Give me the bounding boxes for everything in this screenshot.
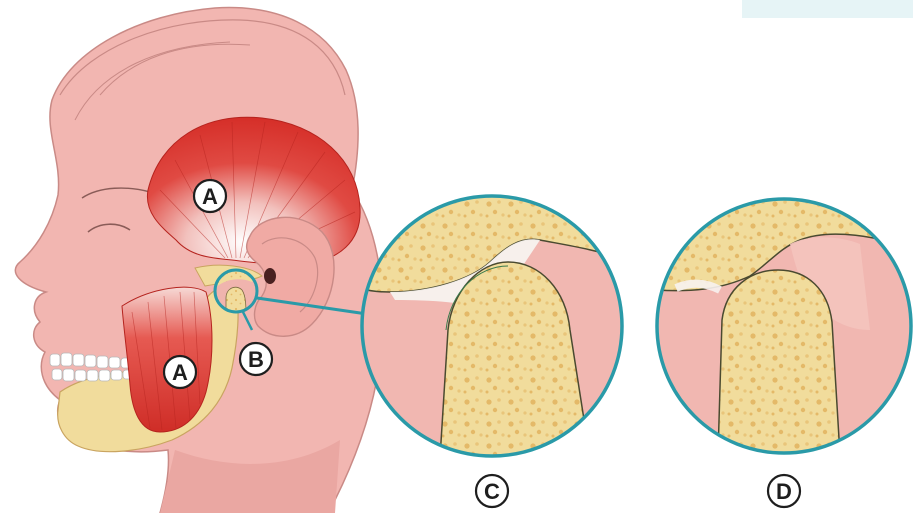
svg-text:A: A bbox=[172, 360, 188, 385]
label-c-closeup: C bbox=[476, 475, 508, 507]
background-patch bbox=[742, 0, 913, 18]
label-d-closeup: D bbox=[768, 475, 800, 507]
closeup-c bbox=[360, 194, 624, 458]
svg-text:C: C bbox=[484, 479, 500, 504]
closeup-d bbox=[655, 197, 913, 455]
svg-text:D: D bbox=[776, 479, 792, 504]
label-a-masseter: A bbox=[164, 356, 196, 388]
svg-text:B: B bbox=[248, 347, 264, 372]
label-a-temporalis: A bbox=[194, 180, 226, 212]
svg-text:A: A bbox=[202, 184, 218, 209]
head-illustration bbox=[15, 8, 383, 513]
label-b-joint: B bbox=[240, 343, 272, 375]
